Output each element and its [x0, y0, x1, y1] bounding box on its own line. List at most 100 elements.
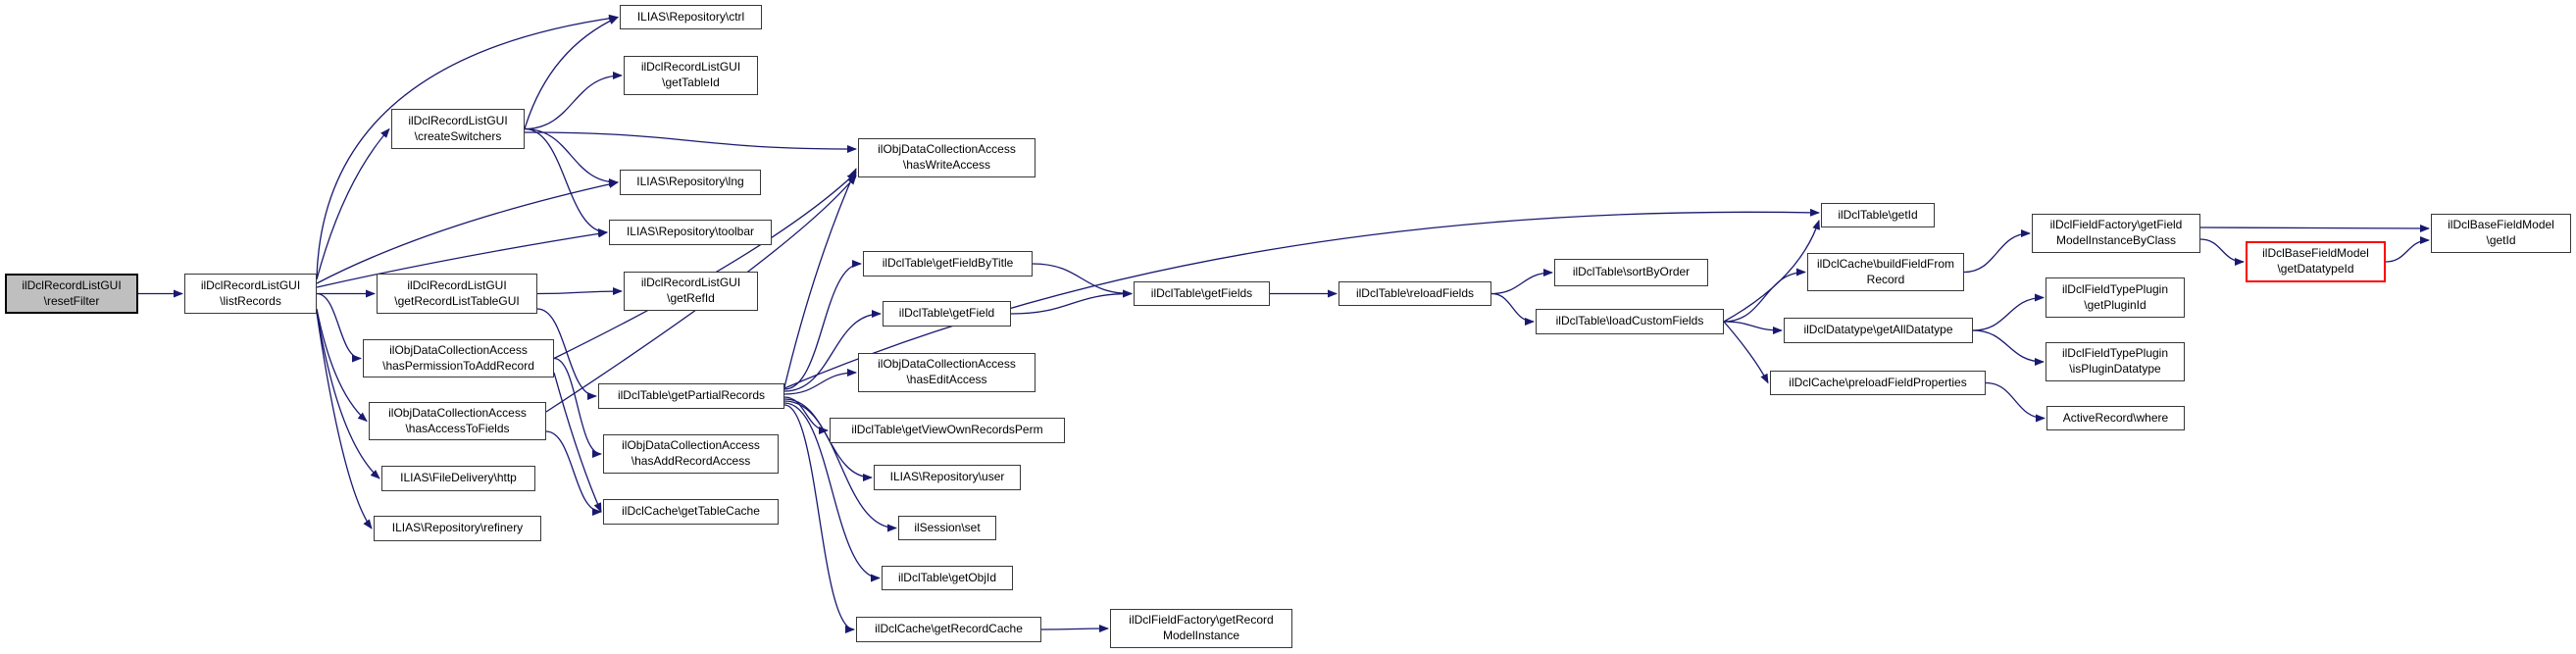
edge-getPartialRecords-to-tableGetId — [783, 208, 1820, 389]
node-getTableCache[interactable]: ilDclCache\getTableCache — [603, 499, 779, 525]
node-label-line: ilObjDataCollectionAccess — [388, 405, 527, 420]
node-http[interactable]: ILIAS\FileDelivery\http — [381, 466, 535, 491]
edge-getPartialRecords-to-set — [783, 400, 897, 532]
edge-listRecords-to-hasAccessToFields — [316, 308, 368, 423]
node-label-line: \hasAddRecordAccess — [631, 454, 751, 468]
edge-getRecordListTableGUI-to-getRefId — [536, 287, 623, 296]
node-label-line: ilDclFieldFactory\getField — [2049, 218, 2183, 232]
edge-getFieldByTitle-to-getFields — [1032, 263, 1133, 298]
node-getTableId[interactable]: ilDclRecordListGUI\getTableId — [624, 56, 758, 95]
node-reloadFields[interactable]: ilDclTable\reloadFields — [1339, 281, 1491, 306]
node-hasAccessToFields[interactable]: ilObjDataCollectionAccess\hasAccessToFie… — [369, 402, 546, 440]
node-getPluginId[interactable]: ilDclFieldTypePlugin\getPluginId — [2046, 277, 2185, 318]
node-hasAddRecordAccess[interactable]: ilObjDataCollectionAccess\hasAddRecordAc… — [603, 434, 779, 474]
node-label-line: \getTableId — [662, 75, 720, 89]
node-where[interactable]: ActiveRecord\where — [2046, 406, 2185, 430]
node-getRefId[interactable]: ilDclRecordListGUI\getRefId — [624, 272, 758, 311]
node-label-line: ilDclFieldTypePlugin — [2061, 346, 2169, 361]
edge-listRecords-to-toolbar — [316, 229, 608, 288]
node-getField[interactable]: ilDclTable\getField — [883, 301, 1011, 327]
node-getFieldByTitle[interactable]: ilDclTable\getFieldByTitle — [863, 251, 1033, 277]
node-label-line: \getRecordListTableGUI — [394, 293, 520, 308]
node-label-line: ModelInstanceByClass — [2055, 233, 2177, 247]
node-label-line: ilDclTable\getField — [898, 306, 995, 321]
node-label-line: \getDatatypeId — [2277, 262, 2354, 276]
node-label-line: ilDclTable\loadCustomFields — [1555, 314, 1704, 328]
node-ctrl[interactable]: ILIAS\Repository\ctrl — [620, 5, 762, 29]
node-baseGetId[interactable]: ilDclBaseFieldModel\getId — [2431, 214, 2571, 253]
node-label-line: Record — [1866, 272, 1905, 286]
edge-getAllDatatype-to-isPluginDatatype — [1972, 329, 2045, 366]
node-user[interactable]: ILIAS\Repository\user — [874, 465, 1021, 490]
edge-getPartialRecords-to-getObjId — [783, 402, 881, 582]
edge-listRecords-to-hasPermissionToAddRecord — [316, 292, 362, 363]
edge-loadCustomFields-to-tableGetId — [1723, 220, 1820, 323]
node-label-line: \getRefId — [667, 291, 715, 305]
node-isPluginDatatype[interactable]: ilDclFieldTypePlugin\isPluginDatatype — [2046, 342, 2185, 381]
edge-getPartialRecords-to-hasWriteAccess — [783, 168, 857, 388]
node-getRecordCache[interactable]: ilDclCache\getRecordCache — [856, 617, 1041, 642]
edge-reloadFields-to-sortByOrder — [1490, 269, 1553, 295]
node-label-line: ilDclBaseFieldModel — [2262, 246, 2369, 261]
edge-listRecords-to-http — [316, 310, 380, 479]
node-resetFilter[interactable]: ilDclRecordListGUI\resetFilter — [5, 274, 138, 314]
node-refinery[interactable]: ILIAS\Repository\refinery — [374, 516, 541, 541]
node-label-line: ilDclTable\getId — [1838, 207, 1918, 222]
node-label-line: ilDclRecordListGUI — [200, 277, 301, 292]
node-hasEditAccess[interactable]: ilObjDataCollectionAccess\hasEditAccess — [858, 353, 1035, 392]
node-createSwitchers[interactable]: ilDclRecordListGUI\createSwitchers — [391, 109, 525, 149]
edge-getFieldModelInstanceByClass-to-getDatatypeId — [2199, 238, 2245, 266]
node-loadCustomFields[interactable]: ilDclTable\loadCustomFields — [1536, 309, 1724, 334]
node-preloadFieldProperties[interactable]: ilDclCache\preloadFieldProperties — [1770, 371, 1986, 395]
node-label-line: \listRecords — [220, 293, 281, 308]
node-getDatatypeId[interactable]: ilDclBaseFieldModel\getDatatypeId — [2246, 241, 2386, 282]
node-label-line: ilDclFieldTypePlugin — [2061, 281, 2169, 296]
node-label-line: ILIAS\Repository\user — [889, 470, 1005, 484]
node-getObjId[interactable]: ilDclTable\getObjId — [882, 566, 1013, 590]
node-label-line: \isPluginDatatype — [2069, 362, 2161, 376]
node-getRecordListTableGUI[interactable]: ilDclRecordListGUI\getRecordListTableGUI — [377, 274, 537, 314]
node-set[interactable]: ilSession\set — [898, 516, 996, 540]
edge-listRecords-to-createSwitchers — [316, 127, 390, 280]
node-tableGetId[interactable]: ilDclTable\getId — [1821, 203, 1935, 227]
edge-preloadFieldProperties-to-where — [1985, 381, 2046, 423]
node-label-line: ilDclRecordListGUI — [640, 276, 741, 290]
node-label-line: \getPluginId — [2084, 297, 2147, 312]
node-label-line: \hasEditAccess — [906, 373, 987, 386]
edge-listRecords-to-ctrl — [316, 14, 619, 278]
edge-hasPermissionToAddRecord-to-hasAddRecordAccess — [553, 357, 602, 458]
node-label-line: ilDclTable\getPartialRecords — [617, 388, 766, 403]
edge-hasAccessToFields-to-getTableCache — [545, 430, 602, 516]
edge-getPartialRecords-to-getField — [783, 310, 882, 392]
node-listRecords[interactable]: ilDclRecordListGUI\listRecords — [184, 274, 317, 314]
edge-group — [138, 14, 2430, 633]
node-label-line: ilDclDatatype\getAllDatatype — [1803, 323, 1953, 337]
node-hasPermissionToAddRecord[interactable]: ilObjDataCollectionAccess\hasPermissionT… — [363, 339, 554, 377]
edge-reloadFields-to-loadCustomFields — [1490, 292, 1535, 326]
node-getPartialRecords[interactable]: ilDclTable\getPartialRecords — [598, 383, 784, 409]
node-label-line: ilDclRecordListGUI — [22, 277, 122, 292]
edge-createSwitchers-to-hasWriteAccess — [524, 131, 857, 153]
node-toolbar[interactable]: ILIAS\Repository\toolbar — [609, 220, 772, 245]
node-label-line: ilDclTable\getViewOwnRecordsPerm — [851, 423, 1043, 437]
node-label-line: ilDclTable\getFields — [1150, 285, 1253, 300]
edge-createSwitchers-to-toolbar — [524, 127, 608, 236]
edge-getAllDatatype-to-getPluginId — [1972, 293, 2045, 331]
node-getFields[interactable]: ilDclTable\getFields — [1134, 281, 1270, 306]
edge-listRecords-to-lng — [316, 180, 619, 284]
node-label-line: \hasPermissionToAddRecord — [382, 358, 534, 373]
edge-hasPermissionToAddRecord-to-getTableCache — [553, 372, 602, 513]
node-getAllDatatype[interactable]: ilDclDatatype\getAllDatatype — [1784, 318, 1973, 343]
edge-createSwitchers-to-getTableId — [524, 72, 623, 130]
edge-loadCustomFields-to-getAllDatatype — [1723, 321, 1783, 334]
node-hasWriteAccess[interactable]: ilObjDataCollectionAccess\hasWriteAccess — [858, 138, 1035, 177]
node-lng[interactable]: ILIAS\Repository\lng — [620, 170, 761, 195]
node-sortByOrder[interactable]: ilDclTable\sortByOrder — [1554, 259, 1708, 286]
node-label-line: \getId — [2486, 233, 2516, 247]
node-label-line: ilDclCache\buildFieldFrom — [1816, 256, 1955, 271]
node-getViewOwnRecordsPerm[interactable]: ilDclTable\getViewOwnRecordsPerm — [830, 418, 1065, 443]
edge-hasPermissionToAddRecord-to-hasWriteAccess — [553, 172, 857, 360]
